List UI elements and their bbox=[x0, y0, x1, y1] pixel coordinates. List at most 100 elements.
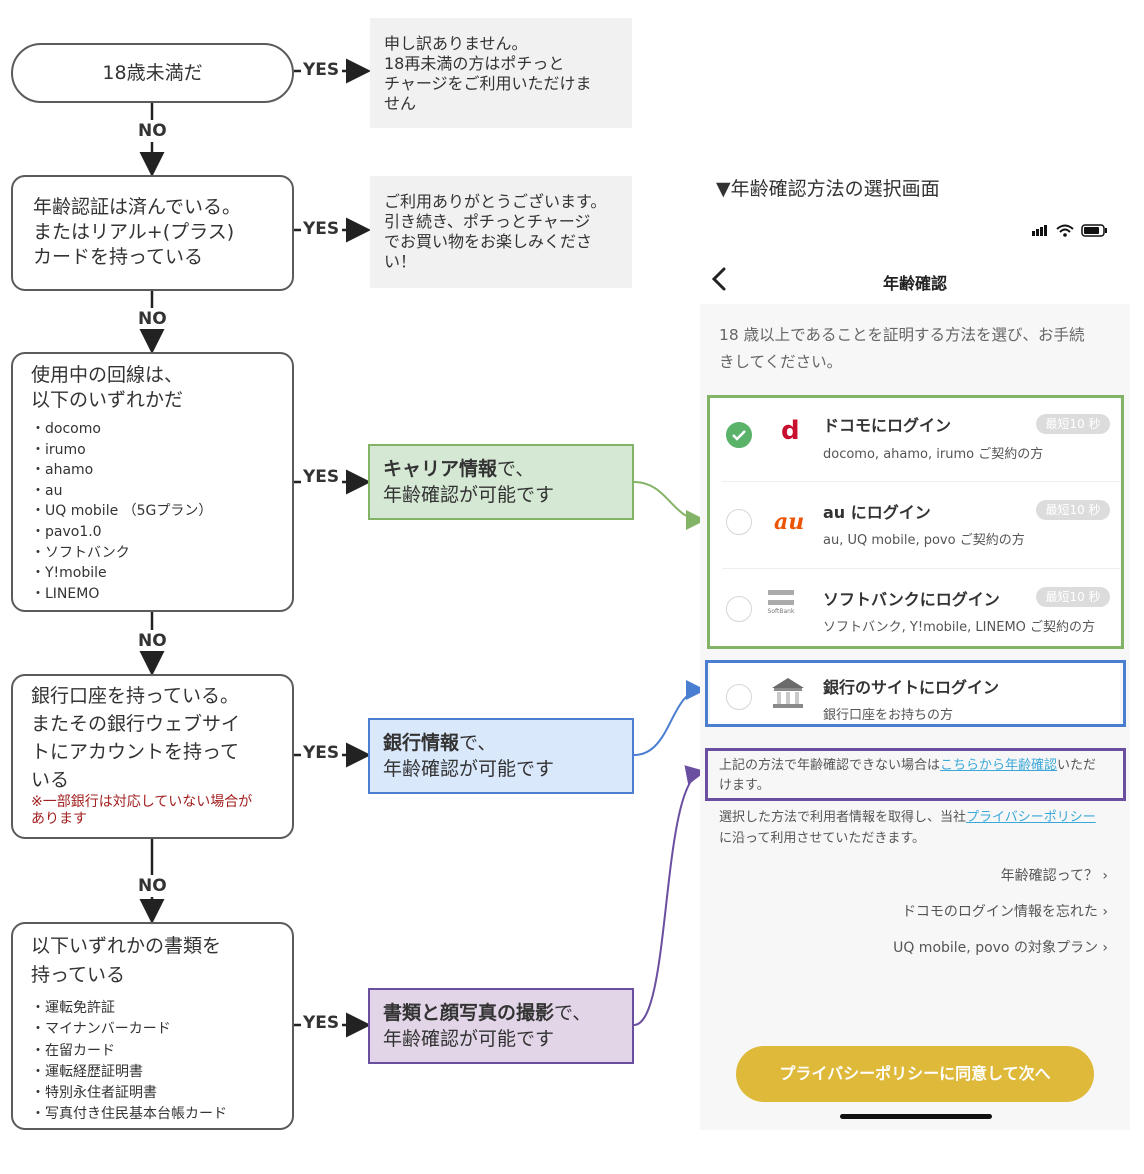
chevron-left-icon[interactable] bbox=[710, 266, 728, 292]
question-age-verified: 年齢認証は済んでいる。 またはリアル+(プラス) カードを持っている bbox=[11, 175, 294, 291]
carrier-item: ・LINEMO bbox=[31, 585, 100, 602]
time-badge: 最短10 秒 bbox=[1036, 587, 1110, 607]
no-label-1: NO bbox=[138, 121, 167, 141]
bank-note: あります bbox=[31, 811, 87, 827]
link-forgot-docomo-login[interactable]: ドコモのログイン情報を忘れた › bbox=[901, 904, 1108, 920]
time-badge: 最短10 秒 bbox=[1036, 500, 1110, 520]
carrier-item: ・ソフトバンク bbox=[31, 544, 130, 561]
highlight-carrier bbox=[707, 395, 1124, 649]
result-line: 年齢確認が可能です bbox=[383, 484, 555, 506]
option-title: ソフトバンクにログイン bbox=[823, 590, 1000, 609]
highlight-fallback bbox=[705, 748, 1126, 801]
option-softbank[interactable]: SoftBank ソフトバンクにログイン ソフトバンク, Y!mobile, L… bbox=[710, 570, 1120, 656]
option-subtitle: 銀行口座をお持ちの方 bbox=[823, 708, 954, 723]
question-line: トにアカウントを持って bbox=[31, 741, 240, 763]
message-thanks: ご利用ありがとうございます。 引き続き、ポチっとチャージ でお買い物をお楽しみく… bbox=[370, 176, 632, 288]
message-line: せん bbox=[384, 94, 417, 113]
option-docomo[interactable]: d ドコモにログイン docomo, ahamo, irumo ご契約の方 最短… bbox=[710, 398, 1120, 484]
document-item: ・運転経歴証明書 bbox=[31, 1063, 143, 1080]
question-line: またその銀行ウェブサイ bbox=[31, 713, 241, 735]
question-carrier-line: 使用中の回線は、 以下のいずれかだ ・docomo ・irumo ・ahamo … bbox=[11, 352, 294, 612]
result-documents: 書類と顔写真の撮影で、 年齢確認が可能です bbox=[368, 988, 634, 1064]
result-carrier: キャリア情報で、 年齢確認が可能です bbox=[368, 444, 634, 520]
question-bank-account: 銀行口座を持っている。 またその銀行ウェブサイ トにアカウントを持って いる ※… bbox=[11, 674, 294, 839]
result-suffix: で、 bbox=[459, 732, 497, 754]
radio-unchecked[interactable] bbox=[726, 509, 752, 535]
option-bank[interactable]: 銀行のサイトにログイン 銀行口座をお持ちの方 bbox=[710, 662, 1120, 724]
yes-label-5: YES bbox=[303, 1013, 340, 1033]
fallback-link[interactable]: こちらから年齢確認 bbox=[940, 758, 1058, 773]
softbank-logo: SoftBank bbox=[766, 590, 796, 615]
document-item: ・特別永住者証明書 bbox=[31, 1085, 157, 1102]
no-label-3: NO bbox=[138, 631, 167, 651]
question-under-18: 18歳未満だ bbox=[11, 43, 294, 103]
policy-post: に沿って利用させていただきます。 bbox=[719, 831, 926, 846]
carrier-item: ・UQ mobile （5Gプラン） bbox=[31, 503, 213, 520]
intro-text: 18 歳以上であることを証明する方法を選び、お手続 きしてください。 bbox=[719, 322, 1085, 376]
option-subtitle: docomo, ahamo, irumo ご契約の方 bbox=[823, 447, 1044, 462]
option-title: ドコモにログイン bbox=[823, 416, 952, 435]
fallback-pre: 上記の方法で年齢確認できない場合は bbox=[719, 758, 941, 773]
carrier-list: ・docomo ・irumo ・ahamo ・au ・UQ mobile （5G… bbox=[31, 419, 292, 604]
policy-text: 選択した方法で利用者情報を取得し、当社プライバシーポリシー に沿って利用させてい… bbox=[719, 807, 1119, 849]
divider bbox=[722, 568, 1120, 569]
question-line: 銀行口座を持っている。 bbox=[31, 685, 240, 707]
privacy-policy-link[interactable]: プライバシーポリシー bbox=[966, 810, 1096, 825]
phone-header: 年齢確認 bbox=[700, 200, 1130, 304]
message-line: 引き続き、ポチっとチャージ bbox=[384, 212, 591, 231]
intro-line: きしてください。 bbox=[719, 353, 843, 371]
message-line: い！ bbox=[384, 252, 417, 271]
result-suffix: で、 bbox=[497, 458, 535, 480]
question-text: 18歳未満だ bbox=[102, 62, 203, 84]
document-item: ・写真付き住民基本台帳カード bbox=[31, 1106, 227, 1123]
agree-next-button[interactable]: プライバシーポリシーに同意して次へ bbox=[736, 1046, 1094, 1102]
document-item: ・運転免許証 bbox=[31, 1000, 115, 1016]
document-item: ・マイナンバーカード bbox=[31, 1021, 171, 1038]
result-bold: 銀行情報 bbox=[383, 732, 460, 754]
yes-label-3: YES bbox=[303, 467, 340, 487]
yes-label-1: YES bbox=[303, 60, 340, 80]
intro-line: 18 歳以上であることを証明する方法を選び、お手続 bbox=[719, 326, 1085, 344]
question-line: 使用中の回線は、 bbox=[31, 364, 184, 386]
page-title: 年齢確認 bbox=[882, 274, 947, 293]
softbank-logo-text: SoftBank bbox=[767, 608, 795, 615]
result-suffix: で、 bbox=[554, 1002, 592, 1024]
phone-caption: ▼年齢確認方法の選択画面 bbox=[716, 178, 940, 200]
radio-unchecked[interactable] bbox=[726, 596, 752, 622]
option-subtitle: au, UQ mobile, povo ご契約の方 bbox=[823, 533, 1025, 548]
question-line: 以下のいずれかだ bbox=[31, 389, 184, 411]
question-line: 以下いずれかの書類を bbox=[31, 935, 222, 957]
message-sorry: 申し訳ありません。 18再未満の方はポチっと チャージをご利用いただけま せん bbox=[370, 18, 632, 128]
message-line: でお買い物をお楽しみくださ bbox=[384, 232, 593, 251]
carrier-item: ・irumo bbox=[31, 441, 86, 458]
result-bank: 銀行情報で、 年齢確認が可能です bbox=[368, 718, 634, 794]
question-line: またはリアル+(プラス) bbox=[33, 221, 235, 243]
question-line: いる bbox=[31, 769, 70, 791]
status-bar-icons bbox=[1032, 224, 1107, 237]
carrier-item: ・ahamo bbox=[31, 462, 94, 479]
result-bold: キャリア情報 bbox=[383, 458, 498, 480]
policy-pre: 選択した方法で利用者情報を取得し、当社 bbox=[719, 810, 967, 825]
highlight-bank bbox=[705, 660, 1126, 727]
question-line: 年齢認証は済んでいる。 bbox=[33, 196, 242, 218]
carrier-item: ・au bbox=[31, 482, 63, 499]
option-title: au にログイン bbox=[823, 503, 931, 522]
fallback-text: 上記の方法で年齢確認できない場合はこちらから年齢確認いただ けます。 bbox=[719, 756, 1114, 796]
phone-screen: 年齢確認 18 歳以上であることを証明する方法を選び、お手続 きしてください。 … bbox=[700, 200, 1130, 1130]
fallback-post: いただ bbox=[1057, 758, 1097, 773]
check-icon bbox=[731, 429, 746, 441]
bank-icon bbox=[772, 678, 804, 708]
link-uq-povo-plans[interactable]: UQ mobile, povo の対象プラン › bbox=[893, 940, 1108, 956]
option-au[interactable]: au au にログイン au, UQ mobile, povo ご契約の方 最短… bbox=[710, 483, 1120, 569]
option-title: 銀行のサイトにログイン bbox=[823, 678, 1000, 697]
radio-unchecked[interactable] bbox=[726, 684, 752, 710]
yes-label-4: YES bbox=[303, 743, 340, 763]
document-list: ・運転免許証 ・マイナンバーカード ・在留カード ・運転経歴証明書 ・特別永住者… bbox=[31, 998, 292, 1126]
link-about-age-check[interactable]: 年齢確認って？ › bbox=[1000, 868, 1108, 884]
connector-documents bbox=[633, 765, 706, 1026]
radio-checked[interactable] bbox=[726, 422, 752, 448]
result-line: 年齢確認が可能です bbox=[383, 1028, 555, 1050]
carrier-item: ・Y!mobile bbox=[31, 565, 107, 582]
result-bold: 書類と顔写真の撮影 bbox=[383, 1002, 555, 1024]
question-documents: 以下いずれかの書類を 持っている ・運転免許証 ・マイナンバーカード ・在留カー… bbox=[11, 922, 294, 1130]
